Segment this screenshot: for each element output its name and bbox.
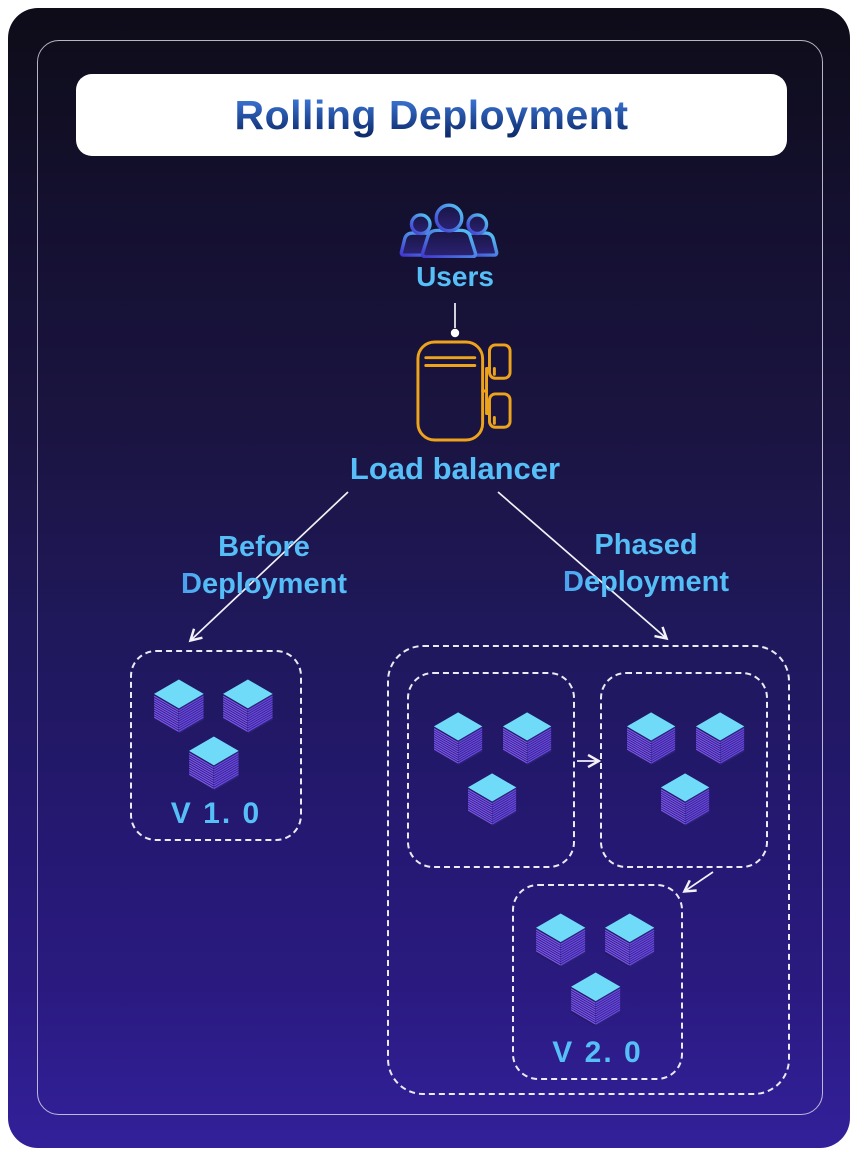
phase-step2-box (600, 672, 768, 868)
users-label: Users (416, 261, 494, 292)
server-cube-icon (567, 969, 624, 1026)
before-deployment-label: Before Deployment (148, 529, 380, 603)
phase-step2-nodes (608, 680, 760, 860)
server-cube-icon (430, 709, 486, 765)
phased-deployment-line1: Phased (530, 527, 762, 564)
server-cube-icon (601, 910, 658, 967)
server-cube-icon (623, 709, 679, 765)
diagram-background (8, 8, 850, 1148)
load-balancer-icon (416, 340, 512, 442)
server-cube-icon (692, 709, 748, 765)
v1-cluster-box: V 1. 0 (130, 650, 302, 841)
users-group-icon (399, 203, 499, 258)
server-cube-icon (499, 709, 555, 765)
before-deployment-line1: Before (148, 529, 380, 566)
phase-step1-nodes (415, 680, 567, 860)
inner-frame-border (37, 40, 823, 1115)
server-cube-icon (219, 676, 277, 734)
phase-step1-box (407, 672, 575, 868)
server-cube-icon (150, 676, 208, 734)
title-card: Rolling Deployment (76, 74, 787, 156)
before-deployment-line2: Deployment (148, 566, 380, 603)
v1-version-label: V 1. 0 (170, 797, 262, 830)
load-balancer-label: Load balancer (349, 451, 561, 486)
phased-deployment-line2: Deployment (530, 564, 762, 601)
server-cube-icon (657, 770, 713, 826)
v2-version-label: V 2. 0 (552, 1036, 643, 1069)
phased-deployment-container-box (387, 645, 790, 1095)
server-cube-icon (464, 770, 520, 826)
phased-deployment-label: Phased Deployment (530, 527, 762, 601)
page-title: Rolling Deployment (234, 91, 629, 138)
server-cube-icon (185, 733, 243, 791)
v2-cluster-box: V 2. 0 (512, 884, 683, 1080)
server-cube-icon (532, 910, 589, 967)
